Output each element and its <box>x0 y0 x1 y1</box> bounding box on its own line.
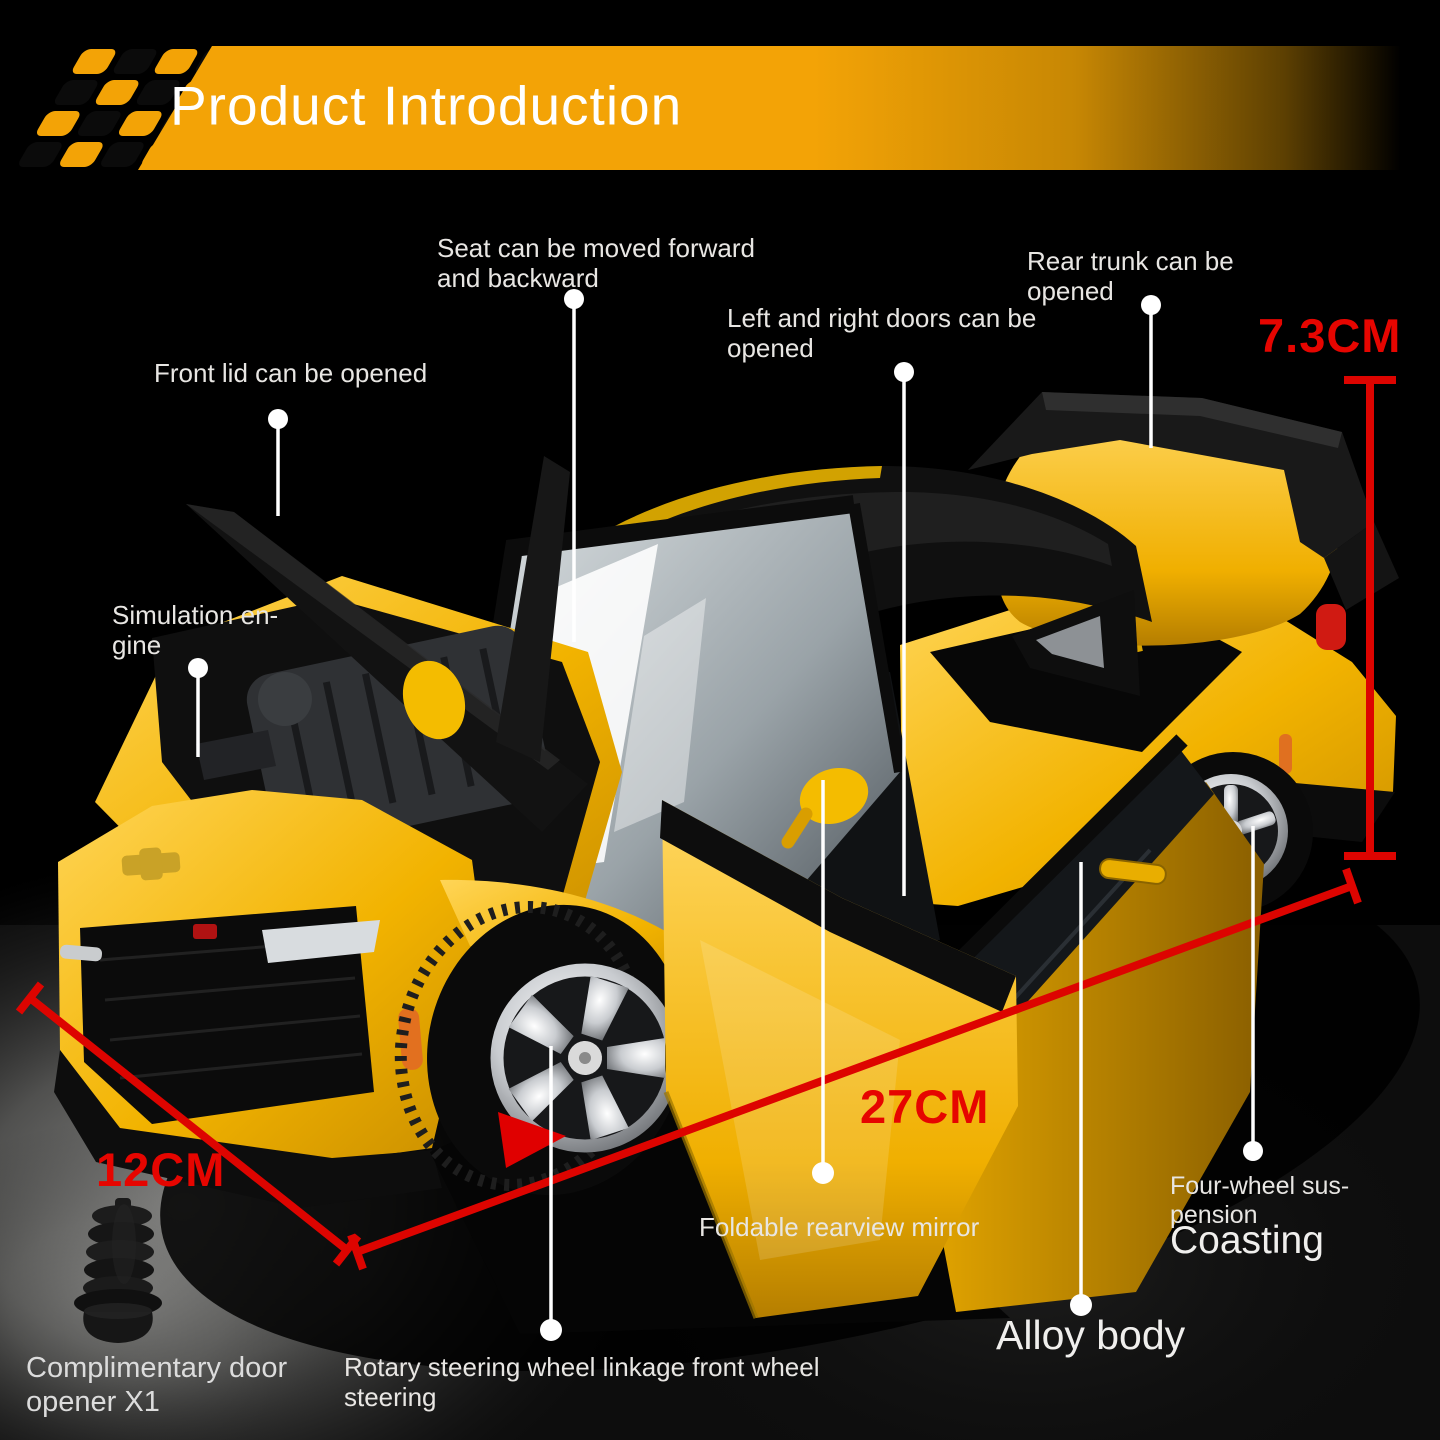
rotary-dot <box>540 1319 562 1341</box>
chevrolet-bowtie-badge <box>121 847 181 881</box>
front-splitter <box>54 1050 442 1208</box>
label-doors: Left and right doors can be opened <box>727 303 1037 364</box>
open-hood-panels <box>186 456 588 832</box>
front-lid-dot <box>268 409 288 429</box>
model-car <box>54 392 1399 1334</box>
label-suspension: Four-wheel sus- pension <box>1170 1172 1350 1229</box>
trunk-dot <box>1141 295 1161 315</box>
callout-lines <box>196 308 1255 1321</box>
header-banner: Product Introduction <box>0 46 1440 170</box>
label-trunk: Rear trunk can be opened <box>1027 246 1234 307</box>
door-handle <box>1099 858 1167 885</box>
banner-bar <box>138 46 1440 170</box>
door-opener-icon <box>74 1198 162 1343</box>
dimension-length: 27CM <box>860 1080 990 1133</box>
front-grille <box>80 906 374 1124</box>
doors-dot <box>894 362 914 382</box>
rear-side-marker <box>1279 734 1292 774</box>
driver-mirror <box>402 660 466 740</box>
suspension-dot <box>1243 1141 1263 1161</box>
front-wheel <box>394 901 685 1196</box>
label-engine: Simulation en- gine <box>112 600 279 661</box>
dimension-lines <box>15 376 1396 1271</box>
seat-dot <box>564 289 584 309</box>
label-door-opener: Complimentary door opener X1 <box>26 1352 288 1418</box>
page-title: Product Introduction <box>170 74 683 137</box>
alloy-dot <box>1070 1294 1092 1316</box>
engine-dot <box>188 658 208 678</box>
label-alloy: Alloy body <box>996 1312 1186 1358</box>
open-door-near <box>660 800 1018 1319</box>
label-mirror: Foldable rearview mirror <box>699 1212 980 1242</box>
mirror-dot <box>812 1162 834 1184</box>
label-front-lid: Front lid can be opened <box>154 358 428 388</box>
taillight <box>1316 604 1346 650</box>
folded-rearview-mirror <box>781 767 869 849</box>
dimension-width: 12CM <box>96 1143 226 1196</box>
dimension-height: 7.3CM <box>1258 309 1402 362</box>
quarter-window <box>1012 590 1140 696</box>
spoiler-wing <box>968 392 1374 558</box>
ss-badge <box>193 924 217 939</box>
height-dimension-line <box>1344 376 1396 860</box>
headlight <box>262 920 380 963</box>
front-side-marker <box>398 1007 423 1070</box>
label-rotary: Rotary steering wheel linkage front whee… <box>344 1352 820 1413</box>
callout-dots <box>188 289 1263 1341</box>
label-seat: Seat can be moved forward and backward <box>437 233 755 294</box>
label-coasting: Coasting <box>1170 1219 1324 1262</box>
width-dimension-line <box>15 981 362 1267</box>
rotation-arrowhead <box>498 1112 566 1168</box>
